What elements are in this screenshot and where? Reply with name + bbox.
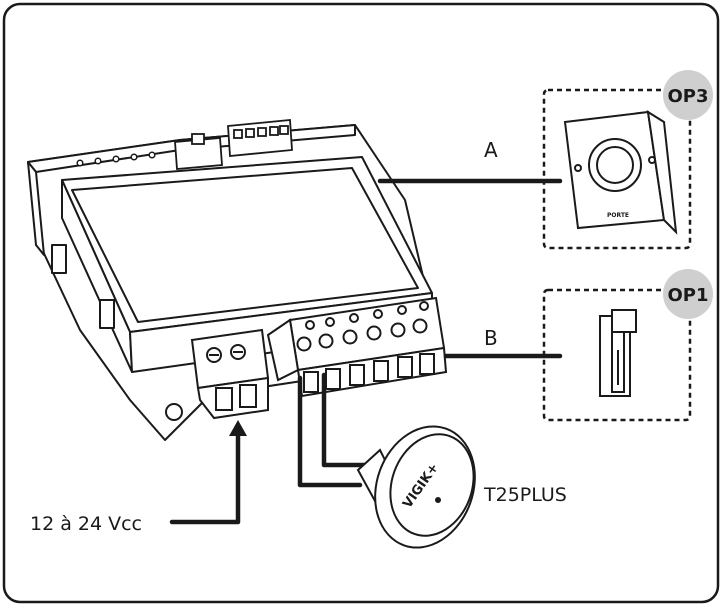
mounting-hole [165,403,183,421]
housing-panel [71,167,419,323]
door-button-text: PORTE [607,212,629,219]
top-connector [227,119,293,157]
op1-box [542,288,692,422]
reader-dot [435,497,441,503]
dip-switch [174,133,223,170]
label-power: 12 à 24 Vcc [30,513,142,535]
power-terminal [190,328,270,420]
board-tab [99,299,115,329]
label-a: A [484,138,498,162]
wire-reader-2 [321,372,373,468]
main-terminal [266,296,448,398]
label-b: B [484,326,498,350]
op1-badge [663,269,713,319]
op3-box [542,88,692,250]
op3-label: OP3 [667,86,708,107]
vigik-reader [356,425,476,549]
board-tab [51,244,67,274]
electric-strike [599,309,637,397]
power-arrow-head [229,420,247,436]
led-row [76,151,156,167]
op1-label: OP1 [667,285,708,306]
board-left-edge [27,161,45,256]
wires [169,178,563,525]
op3-badge [663,70,713,120]
wire-power [169,429,241,525]
label-t25plus: T25PLUS [483,484,567,506]
wire-reader-1 [297,375,363,488]
door-button [563,110,678,235]
